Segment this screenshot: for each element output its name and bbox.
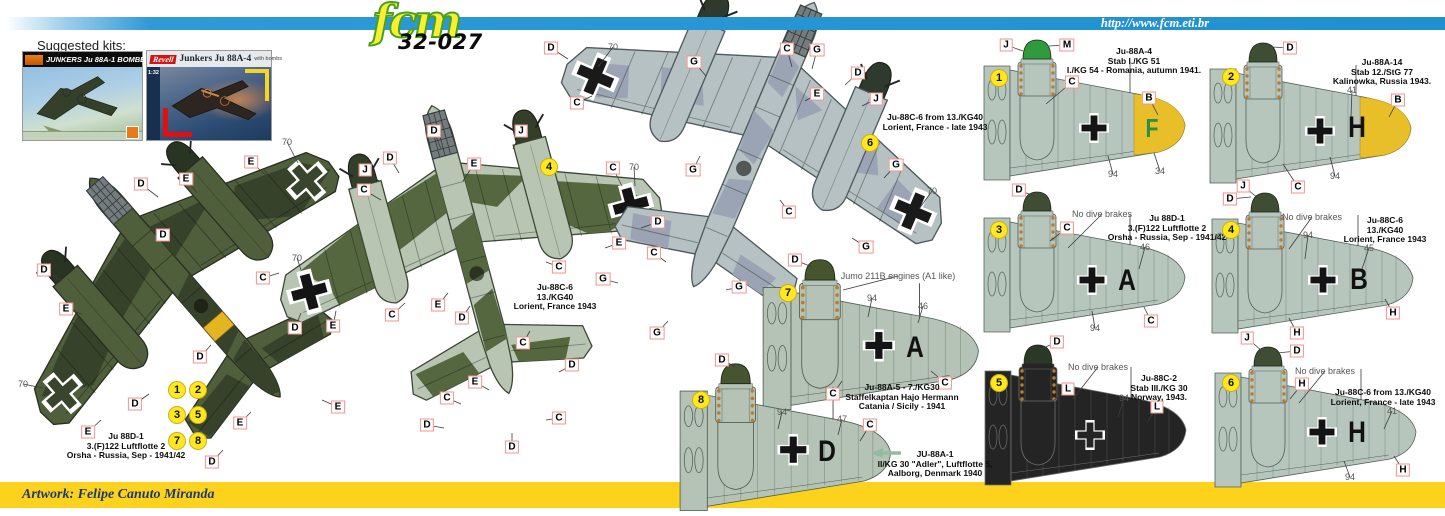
callout-label: D (543, 41, 559, 55)
kit-box-2-subtitle: with bombs (254, 56, 283, 62)
aircraft-ju88c6-late-topview (560, 0, 944, 307)
wing-profile-8 (679, 363, 892, 512)
kit-box-2-yellow-bracket (245, 69, 269, 101)
wing-profile-3 (983, 191, 1186, 333)
kit-box-1-bottom-strip (23, 131, 142, 140)
kit-box-2-art (160, 67, 271, 140)
kit-brand-logo-icon (25, 54, 43, 65)
aircraft-ju88c6-topview (279, 104, 664, 401)
wing-profile-6 (1214, 346, 1417, 488)
sheet-code: 32-027 (398, 30, 483, 54)
kit-box-2-header: Revell Junkers Ju 88A-4 with bombs (147, 51, 282, 67)
kit-box-2-title: Junkers Ju 88A-4 (179, 54, 252, 64)
revell-logo: Revell (149, 54, 178, 64)
kit-box-1: JUNKERS Ju 88A-1 BOMBER (22, 51, 151, 141)
kit-box-1-scale-badge (126, 126, 139, 139)
kit-box-1-header: JUNKERS Ju 88A-1 BOMBER (23, 52, 151, 67)
wing-profile-2 (1209, 42, 1412, 184)
wing-profile-5 (984, 344, 1187, 486)
wing-profile-1 (983, 39, 1186, 181)
kit-box-2-plane-art (171, 80, 257, 120)
callout-label: C (551, 411, 567, 425)
wing-profile-4 (1211, 192, 1414, 334)
website-url: http://www.fcm.eti.br (1100, 16, 1210, 30)
kit-box-2-red-bracket (163, 108, 192, 137)
header-bar (6, 17, 1445, 30)
kit-box-1-plane-art (36, 76, 118, 136)
artwork-credit: Artwork: Felipe Canuto Miranda (22, 487, 215, 502)
kit-box-2-scale: 1:32 (147, 67, 160, 140)
kit-box-1-art (23, 67, 142, 140)
kit-box-1-title: JUNKERS Ju 88A-1 BOMBER (46, 55, 151, 64)
fcm-logo: fcm (371, 0, 464, 49)
kit-box-2: Revell Junkers Ju 88A-4 with bombs 1:32 (146, 50, 282, 141)
callout-label: D (504, 440, 520, 454)
suggested-kits-label: Suggested kits: (37, 38, 126, 53)
